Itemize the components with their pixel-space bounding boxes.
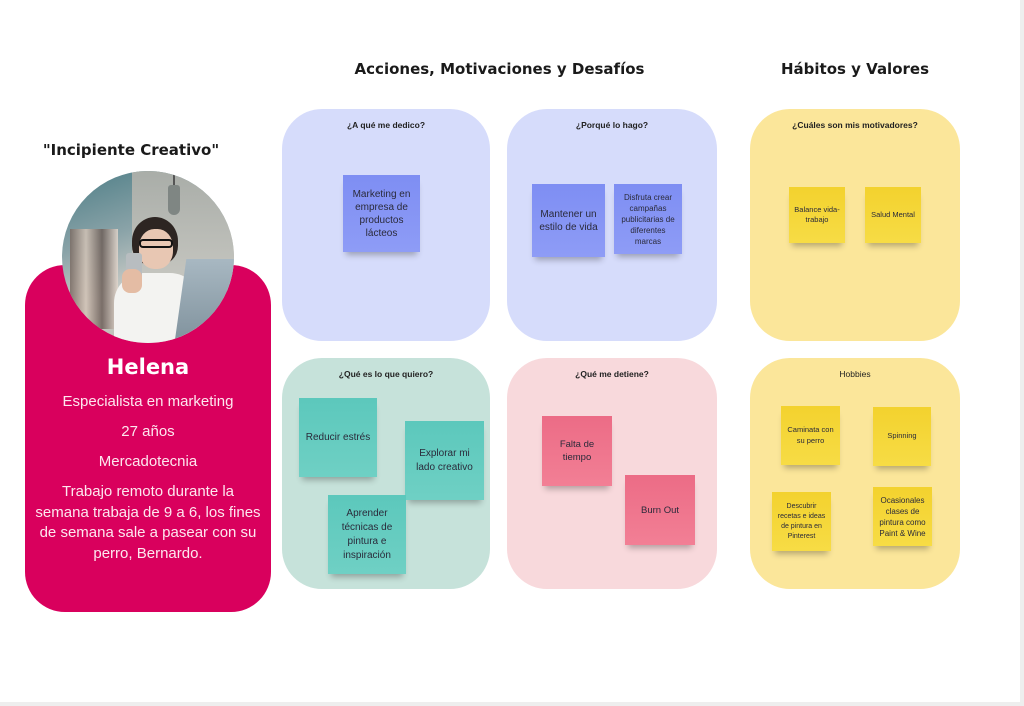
panel-quiero: ¿Qué es lo que quiero? Reducir estrés Ex…	[282, 358, 490, 589]
persona-age: 27 años	[121, 423, 175, 440]
avatar	[62, 171, 234, 343]
sticky-note[interactable]: Caminata con su perro	[781, 406, 840, 465]
section-title-habits: Hábitos y Valores	[780, 60, 930, 78]
panel-title-motivadores: ¿Cuáles son mis motivadores?	[792, 120, 918, 130]
persona-tag: "Incipiente Creativo"	[42, 141, 220, 159]
avatar-photo-lamp-cord	[173, 171, 175, 187]
panel-motivadores: ¿Cuáles son mis motivadores? Balance vid…	[750, 109, 960, 341]
sticky-note[interactable]: Reducir estrés	[299, 398, 377, 477]
panel-title-hobbies: Hobbies	[839, 369, 871, 379]
panel-hobbies: Hobbies Caminata con su perro Spinning D…	[750, 358, 960, 589]
avatar-photo-glasses	[139, 239, 173, 248]
sticky-note[interactable]: Aprender técnicas de pintura e inspiraci…	[328, 495, 406, 574]
sticky-note[interactable]: Mantener un estilo de vida	[532, 184, 605, 257]
panel-title-dedico: ¿A qué me dedico?	[346, 120, 426, 130]
persona-field: Mercadotecnia	[98, 453, 198, 470]
avatar-photo-lamp	[168, 185, 180, 215]
sticky-note[interactable]: Balance vida-trabajo	[789, 187, 845, 243]
sticky-note[interactable]: Explorar mi lado creativo	[405, 421, 484, 500]
persona-description: Trabajo remoto durante la semana trabaja…	[35, 483, 261, 562]
sticky-note[interactable]: Spinning	[873, 407, 931, 466]
sticky-note[interactable]: Disfruta crear campañas publicitarias de…	[614, 184, 682, 254]
panel-detiene: ¿Qué me detiene? Falta de tiempo Burn Ou…	[507, 358, 717, 589]
section-title-actions: Acciones, Motivaciones y Desafíos	[354, 60, 645, 78]
sticky-note[interactable]: Descubrir recetas e ideas de pintura en …	[772, 492, 831, 551]
panel-title-detiene: ¿Qué me detiene?	[575, 369, 649, 379]
sticky-note[interactable]: Marketing en empresa de productos lácteo…	[343, 175, 420, 252]
frame-edge-bottom	[0, 702, 1024, 706]
sticky-note[interactable]: Falta de tiempo	[542, 416, 612, 486]
panel-dedico: ¿A qué me dedico? Marketing en empresa d…	[282, 109, 490, 341]
panel-title-quiero: ¿Qué es lo que quiero?	[338, 369, 434, 379]
avatar-photo-brushes	[70, 229, 118, 329]
frame-edge-right	[1020, 0, 1024, 706]
sticky-note[interactable]: Salud Mental	[865, 187, 921, 243]
panel-title-porque: ¿Porqué lo hago?	[575, 120, 649, 130]
sticky-note[interactable]: Ocasionales clases de pintura como Paint…	[873, 487, 932, 546]
persona-role: Especialista en marketing	[62, 393, 234, 410]
avatar-photo-face	[139, 229, 173, 269]
panel-porque: ¿Porqué lo hago? Mantener un estilo de v…	[507, 109, 717, 341]
sticky-note[interactable]: Burn Out	[625, 475, 695, 545]
avatar-photo-hand	[122, 269, 142, 293]
persona-name: Helena	[106, 355, 190, 379]
